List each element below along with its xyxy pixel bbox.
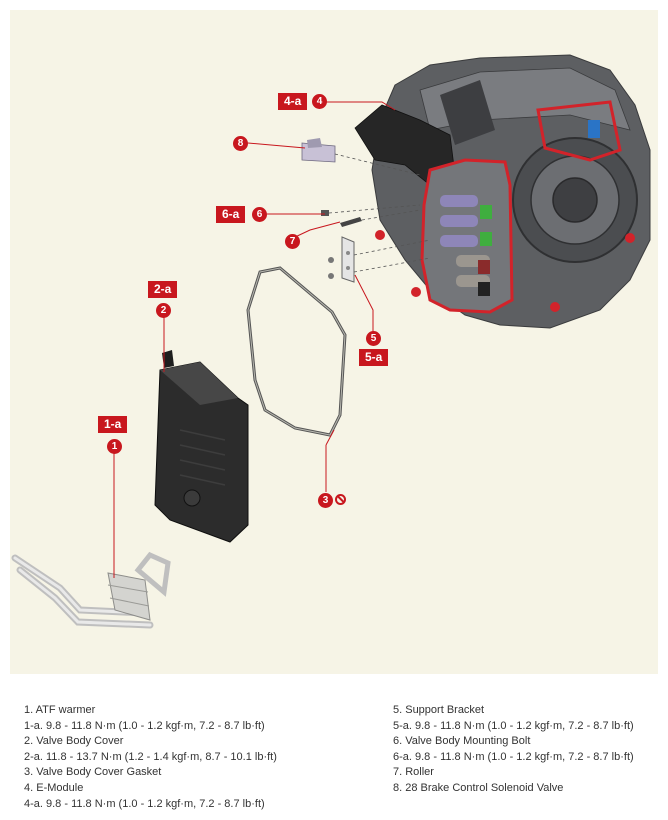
- exploded-view-diagram: 1-a 1 2-a 2 3 4-a 4 5 5-a 6-a 6 7 8: [10, 10, 658, 674]
- torque-tag-5a: 5-a: [359, 349, 389, 366]
- callout-3: 3: [318, 493, 333, 508]
- legend-item: 4. E-Module: [24, 781, 84, 794]
- legend-item: 8. 28 Brake Control Solenoid Valve: [393, 781, 564, 794]
- legend-item: 6-a. 9.8 - 11.8 N·m (1.0 - 1.2 kgf·m, 7.…: [393, 750, 634, 763]
- legend-item: 1. ATF warmer: [24, 704, 96, 716]
- callout-7: 7: [285, 234, 300, 249]
- valve-body-mounting-bolt: [321, 204, 421, 216]
- legend-item: 4-a. 9.8 - 11.8 N·m (1.0 - 1.2 kgf·m, 7.…: [24, 797, 265, 810]
- legend-item: 2-a. 11.8 - 13.7 N·m (1.2 - 1.4 kgf·m, 8…: [24, 750, 277, 763]
- torque-tag-1a: 1-a: [98, 416, 128, 433]
- legend-item: 6. Valve Body Mounting Bolt: [393, 735, 531, 748]
- legend-left-column: 1. ATF warmer 1-a. 9.8 - 11.8 N·m (1.0 -…: [24, 703, 277, 812]
- atf-warmer: [11, 551, 171, 629]
- callout-1: 1: [107, 439, 122, 454]
- legend-item: 7. Roller: [393, 766, 434, 779]
- callout-4: 4: [312, 94, 327, 109]
- legend-item: 3. Valve Body Cover Gasket: [24, 766, 162, 779]
- callout-6: 6: [252, 207, 267, 222]
- do-not-reuse-icon: [335, 494, 346, 505]
- callout-8: 8: [233, 136, 248, 151]
- transmission-assembly: [354, 54, 651, 329]
- legend-item: 2. Valve Body Cover: [24, 735, 124, 748]
- legend-item: 1-a. 9.8 - 11.8 N·m (1.0 - 1.2 kgf·m, 7.…: [24, 719, 265, 732]
- legend-item: 5. Support Bracket: [393, 704, 485, 716]
- legend-right-column: 5. Support Bracket 5-a. 9.8 - 11.8 N·m (…: [393, 703, 634, 797]
- valve-body-cover: [154, 350, 249, 543]
- support-bracket: [328, 236, 431, 283]
- roller: [340, 209, 421, 227]
- brake-control-solenoid-valve: [301, 138, 421, 176]
- legend-item: 5-a. 9.8 - 11.8 N·m (1.0 - 1.2 kgf·m, 7.…: [393, 719, 634, 732]
- callout-2: 2: [156, 303, 171, 318]
- callout-5: 5: [366, 331, 381, 346]
- torque-tag-6a: 6-a: [216, 206, 246, 223]
- leader-lines: [113, 101, 396, 578]
- torque-tag-2a: 2-a: [148, 281, 178, 298]
- valve-body-cover-gasket: [246, 266, 347, 437]
- diagram-art: [11, 54, 651, 629]
- torque-tag-4a: 4-a: [278, 93, 308, 110]
